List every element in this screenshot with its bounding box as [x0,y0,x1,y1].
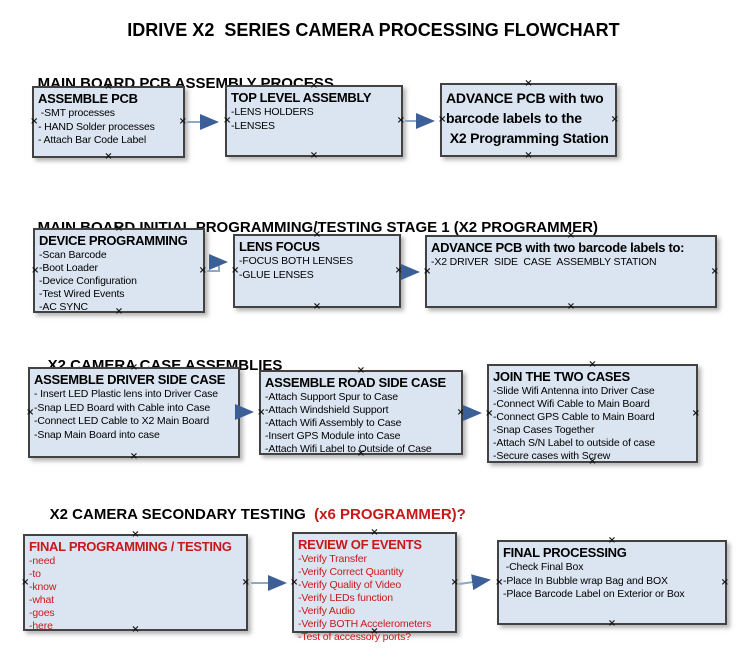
flow-box-lens-focus[interactable]: LENS FOCUS -FOCUS BOTH LENSES -GLUE LENS… [231,230,403,312]
box-item: -LENSES [231,119,275,132]
box-item: -LENS HOLDERS [231,106,314,118]
box-item: - Attach Bar Code Label [38,134,147,146]
connection-point-icon: × [356,365,366,376]
box-item: -Verify LEDs function [298,592,393,604]
box-item: -here [29,620,53,632]
box-item: -Attach Wifi Assembly to Case [265,417,402,429]
connector-arrow-review-to-finalprocessing [458,574,491,591]
box-title: JOIN THE TWO CASES [493,369,630,384]
box-item: -Test Wired Events [39,288,125,300]
box-item: -Boot Loader [39,262,98,274]
box-item: -Verify BOTH Accelerometers [298,618,432,630]
connection-point-icon: × [610,114,619,125]
box-item: -Verify Quality of Video [298,579,402,591]
box-title: FINAL PROGRAMMING / TESTING [29,539,232,554]
flow-box-final-processing[interactable]: FINAL PROCESSING -Check Final Box -Place… [495,535,729,629]
box-item: -FOCUS BOTH LENSES [239,255,353,267]
box-item: -Connect LED Cable to X2 Main Board [34,415,210,427]
connection-point-icon: × [524,78,533,89]
connection-point-icon: × [710,265,719,277]
page-title: IDRIVE X2 SERIES CAMERA PROCESSING FLOWC… [127,20,620,40]
connection-point-icon: × [456,406,465,418]
box-item: -what [29,594,54,606]
box-title: DEVICE PROGRAMMING [39,233,188,248]
box-title-line: X2 Programming Station [446,130,609,146]
box-item: - Insert LED Plastic lens into Driver Ca… [34,388,218,400]
box-item: -Connect GPS Cable to Main Board [493,411,655,423]
flow-box-review-of-events[interactable]: REVIEW OF EVENTS -Verify Transfer -Verif… [290,528,459,644]
box-title: ASSEMBLE PCB [38,91,138,106]
box-item: -Snap Main Board into case [34,428,160,441]
section-heading-secondary-testing: X2 CAMERA SECONDARY TESTING (x6 PROGRAMM… [33,489,466,540]
box-item: -Verify Transfer [298,553,367,565]
flow-box-assemble-road-side-case[interactable]: ASSEMBLE ROAD SIDE CASE -Attach Support … [257,365,465,459]
connection-point-icon: × [450,576,459,588]
section-heading-red-text: (x6 PROGRAMMER)? [314,506,466,523]
box-item: -need [29,555,56,567]
connection-point-icon: × [720,576,729,588]
section-heading-text: X2 CAMERA SECONDARY TESTING [49,506,315,523]
flow-box-join-the-two-cases[interactable]: JOIN THE TWO CASES -Slide Wifi Antenna i… [485,359,700,467]
connection-point-icon: × [607,535,617,546]
box-title: ASSEMBLE DRIVER SIDE CASE [34,372,226,387]
box-item: -Attach S/N Label to outside of case [493,437,656,449]
box-item: -Insert GPS Module into Case [265,430,401,442]
connection-point-icon: × [309,150,319,161]
box-item: -Check Final Box [503,561,584,573]
flow-box-device-programming[interactable]: DEVICE PROGRAMMING -Scan Barcode -Boot L… [31,224,207,317]
connection-point-icon: × [691,407,700,419]
box-item: -AC SYNC [39,301,88,313]
connection-point-icon: × [607,618,617,629]
connection-point-icon: × [129,451,139,462]
connection-point-icon: × [198,264,207,276]
flow-box-assemble-driver-side-case[interactable]: ASSEMBLE DRIVER SIDE CASE - Insert LED P… [26,363,242,462]
box-item: - HAND Solder processes [38,120,155,133]
connection-point-icon: × [233,406,242,418]
box-item: -SMT processes [38,107,115,119]
box-item: -Place Barcode Label on Exterior or Box [503,588,685,600]
box-item: -know [29,581,57,593]
flow-box-top-level-assembly[interactable]: TOP LEVEL ASSEMBLY -LENS HOLDERS -LENSES… [223,81,405,161]
connection-point-icon: × [104,151,113,162]
box-item-overflow: -Test of accessory ports? [298,631,411,643]
connection-point-icon: × [524,150,533,161]
connection-point-icon: × [394,265,403,276]
box-title: REVIEW OF EVENTS [298,537,422,552]
box-item: -GLUE LENSES [239,268,314,281]
box-item: -Slide Wifi Antenna into Driver Case [493,385,655,397]
box-item: -Attach Support Spur to Case [265,391,398,403]
box-item: -Verify Correct Quantity [298,566,404,578]
box-item: -Place In Bubble wrap Bag and BOX [503,574,668,587]
connection-point-icon: × [396,115,405,126]
box-item: -Connect Wifi Cable to Main Board [493,398,650,410]
flow-box-final-programming-testing[interactable]: FINAL PROGRAMMING / TESTING -need -to -k… [21,530,250,635]
box-title: FINAL PROCESSING [503,545,627,560]
box-title: LENS FOCUS [239,239,320,254]
connection-point-icon: × [566,301,576,312]
box-title-line: barcode labels to the [446,110,582,126]
box-item: -to [29,568,41,580]
box-title: TOP LEVEL ASSEMBLY [231,90,372,105]
box-item: -Scan Barcode [39,249,107,261]
flow-box-advance-pcb-driver-side[interactable]: ADVANCE PCB with two barcode labels to: … [423,231,719,312]
connection-point-icon: × [178,116,187,127]
box-item: -X2 DRIVER SIDE CASE ASSEMBLY STATION [431,256,657,268]
connection-point-icon: × [588,359,597,370]
box-item: -goes [29,607,55,619]
connection-point-icon: × [312,301,322,312]
box-item: -Snap LED Board with Cable into Case [34,401,211,414]
flow-box-assemble-pcb[interactable]: ASSEMBLE PCB -SMT processes - HAND Solde… [30,82,187,162]
box-item: -Device Configuration [39,275,137,287]
connector-arrow-deviceprog-to-lensfocus [207,254,228,272]
box-item: -Snap Cases Together [493,424,595,436]
connection-point-icon: × [241,576,250,588]
flow-box-advance-pcb-programming-station[interactable]: ADVANCE PCB with two barcode labels to t… [438,78,619,161]
box-title: ASSEMBLE ROAD SIDE CASE [265,375,446,390]
box-title: ADVANCE PCB with two barcode labels to: [431,240,685,255]
box-item: -Attach Wifi Label to Outside of Case [265,443,432,455]
box-title-line: ADVANCE PCB with two [446,90,604,106]
box-item: -Attach Windshield Support [265,404,389,416]
box-item: -Secure cases with Screw [493,450,611,462]
box-item: -Verify Audio [298,605,355,617]
